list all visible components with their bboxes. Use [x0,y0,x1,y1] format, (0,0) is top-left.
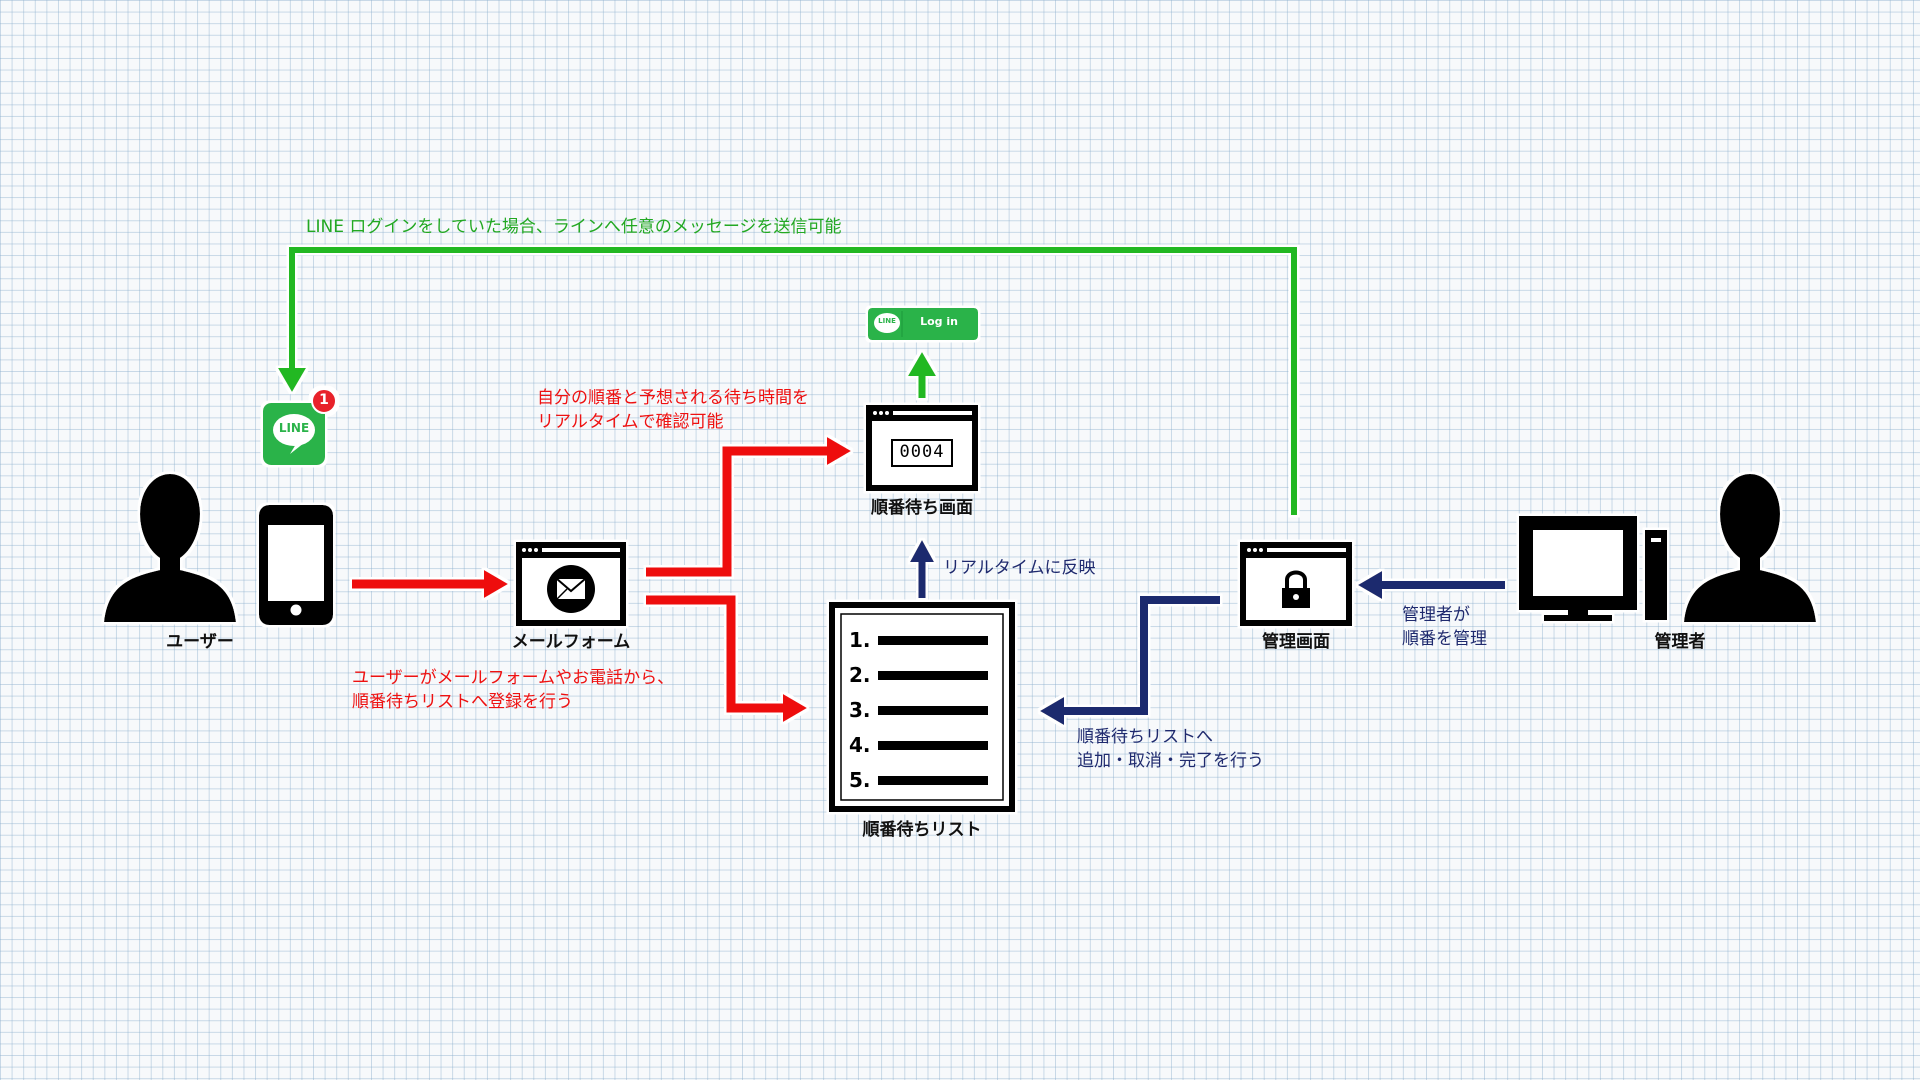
form-to-screen-arrow [646,437,851,577]
line-message-arrow [278,247,1297,515]
list-number-3: 3. [849,698,871,722]
form-to-list-arrow [646,595,807,722]
ops-annotation-2: 追加・取消・完了を行う [1077,751,1264,771]
check-realtime-annotation-2: リアルタイムで確認可能 [537,412,724,432]
list-number-1: 1. [849,628,871,652]
mail-form-label: メールフォーム [511,632,631,652]
admin-to-screen-arrow [1358,571,1505,599]
line-login-button [868,308,978,340]
check-realtime-annotation-1: 自分の順番と予想される待ち時間を [537,388,809,408]
user-to-form-arrow [352,570,508,598]
waiting-screen-label: 順番待ち画面 [871,498,973,518]
line-app-icon [263,388,337,465]
manage-annotation-1: 管理者が [1402,605,1470,625]
smartphone-icon [259,505,333,625]
admin-screen-label: 管理画面 [1262,632,1330,652]
line-login-logo-text: LINE [878,317,896,325]
user-label: ユーザー [166,632,234,652]
reflect-annotation: リアルタイムに反映 [943,558,1096,578]
admin-screen-to-list-arrow [1040,596,1220,725]
notification-badge: 1 [319,392,329,408]
admin-person-icon [1684,474,1816,622]
browser-mail-icon [516,542,626,626]
person-icon [104,474,236,622]
line-login-text: Log in [920,315,958,328]
admin-label: 管理者 [1654,632,1706,652]
register-annotation-2: 順番待ちリストへ登録を行う [352,692,573,712]
screen-to-login-arrow [908,352,936,398]
waiting-list-label: 順番待ちリスト [862,820,982,840]
browser-lock-icon [1240,542,1352,626]
queue-counter: 0004 [899,442,945,462]
list-document-icon [829,602,1015,812]
browser-counter-icon [866,405,978,491]
list-number-2: 2. [849,663,871,687]
line-message-annotation: LINE ログインをしていた場合、ラインへ任意のメッセージを送信可能 [306,217,842,237]
list-number-5: 5. [849,768,871,792]
desktop-pc-icon [1519,516,1667,621]
ops-annotation-1: 順番待ちリストへ [1077,727,1213,747]
line-app-icon-text: LINE [278,421,310,435]
list-number-4: 4. [849,733,871,757]
manage-annotation-2: 順番を管理 [1402,629,1487,649]
register-annotation-1: ユーザーがメールフォームやお電話から、 [352,668,675,688]
list-to-screen-arrow [910,540,934,598]
